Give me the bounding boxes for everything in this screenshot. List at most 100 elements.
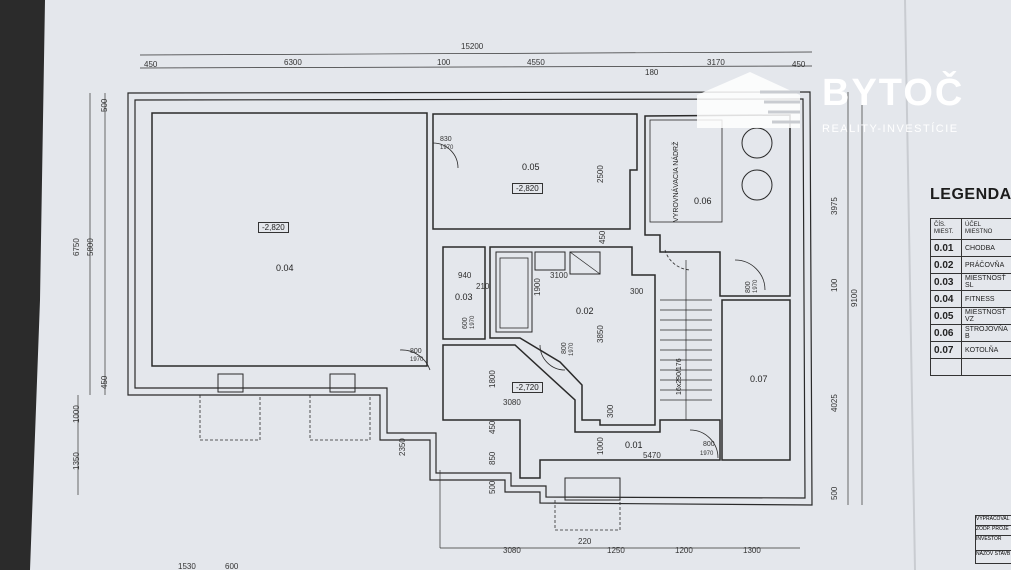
- dim-top-g: 450: [792, 60, 806, 69]
- dim-1970c: 1970: [410, 357, 424, 363]
- dim-right-a: 3975: [830, 197, 839, 215]
- dim-1900: 1900: [533, 278, 542, 296]
- legend-name: MIESTNOSŤ VZ: [961, 307, 1011, 325]
- legend-header-row: ČÍS. MIEST. ÚČEL MIESTNO: [930, 218, 1011, 240]
- legend-name: CHODBA: [961, 239, 1011, 257]
- legend-num: 0.07: [930, 341, 962, 359]
- legend-num: 0.03: [930, 273, 962, 291]
- dim-bot-g: 600: [225, 562, 239, 570]
- paper-fold: [904, 0, 916, 570]
- dim-300a: 300: [630, 287, 644, 296]
- brand-name: BYTOČ: [822, 72, 965, 114]
- title-block: VYPRACOVAL ZODP. PROJE INVESTOR NÁZOV ST…: [975, 515, 1011, 564]
- dim-top-c: 100: [437, 58, 451, 67]
- legend-name: MIESTNOSŤ SL: [961, 273, 1011, 291]
- dim-450a: 450: [598, 230, 607, 244]
- legend-num: 0.01: [930, 239, 962, 257]
- dim-bot-d: 1200: [675, 546, 693, 555]
- dim-right-b: 100: [830, 278, 839, 292]
- room-label-004: 0.04: [276, 263, 294, 273]
- dim-top-total: 15200: [461, 42, 484, 51]
- dim-left-b: 5800: [86, 238, 95, 256]
- dim-bot-c: 1250: [607, 546, 625, 555]
- level-mark-005: -2,820: [512, 183, 543, 194]
- brand-tagline: REALITY-INVESTÍCIE: [822, 123, 959, 135]
- dim-left-c: 500: [100, 98, 109, 112]
- legend-name: KOTOLŇA: [961, 341, 1011, 359]
- legend-row-empty: [930, 358, 1011, 376]
- room-label-006: 0.06: [694, 196, 712, 206]
- dim-bot-e: 1300: [743, 546, 761, 555]
- dim-1970e: 1970: [700, 451, 714, 457]
- dim-right-d: 4025: [830, 394, 839, 412]
- level-mark-002: -2,720: [512, 382, 543, 393]
- dim-3100: 3100: [550, 271, 568, 280]
- dim-1000: 1000: [596, 437, 605, 455]
- legend-name: STROJOVŇA B: [961, 324, 1011, 342]
- dim-top-d: 4550: [527, 58, 545, 67]
- room-label-007: 0.07: [750, 374, 768, 384]
- dim-left-e: 1000: [72, 405, 81, 423]
- legend-name: PRÁČOVŇA: [961, 256, 1011, 274]
- title-block-line: VYPRACOVAL: [976, 516, 1011, 526]
- legend-num: 0.05: [930, 307, 962, 325]
- brand-logo-mark: [697, 72, 800, 128]
- legend-num: 0.06: [930, 324, 962, 342]
- dim-3080a: 3080: [503, 398, 521, 407]
- dim-left-a: 6750: [72, 238, 81, 256]
- dim-5470: 5470: [643, 451, 661, 460]
- legend-header-name: ÚČEL MIESTNO: [961, 218, 1011, 240]
- dim-600: 600: [462, 317, 469, 329]
- room-label-001: 0.01: [625, 440, 643, 450]
- dim-1970a: 1970: [440, 145, 454, 151]
- dim-bot-a: 3080: [503, 546, 521, 555]
- stairs-label: 16x290/176: [676, 358, 683, 395]
- dim-210: 210: [476, 282, 490, 291]
- dim-500: 500: [488, 480, 497, 494]
- tank-label: VYROVNÁVACIA NÁDRŽ: [673, 141, 680, 222]
- dim-830: 830: [440, 136, 452, 143]
- dimension-lines: [77, 51, 863, 549]
- dim-top-f: 3170: [707, 58, 725, 67]
- dim-left-g: 2350: [398, 438, 407, 456]
- legend-num: 0.02: [930, 256, 962, 274]
- dim-800d: 800: [561, 342, 568, 354]
- dim-top-e: 180: [645, 68, 659, 77]
- dim-1970f: 1970: [569, 342, 575, 356]
- dim-850: 850: [488, 451, 497, 465]
- title-block-line: INVESTOR: [976, 536, 1011, 551]
- dim-800a: 800: [410, 348, 422, 355]
- dim-2500: 2500: [596, 165, 605, 183]
- dim-bot-b: 220: [578, 537, 592, 546]
- dim-left-d: 450: [100, 375, 109, 389]
- dim-940: 940: [458, 271, 472, 280]
- level-mark-004: -2,820: [258, 222, 289, 233]
- dim-left-f: 1350: [72, 452, 81, 470]
- dim-top-b: 6300: [284, 58, 302, 67]
- dim-3850: 3850: [596, 325, 605, 343]
- title-block-line: NÁZOV STAVB: [976, 551, 1011, 557]
- dim-300b: 300: [606, 404, 615, 418]
- paper-sheet: [30, 0, 1011, 570]
- room-label-005: 0.05: [522, 162, 540, 172]
- dim-top-a: 450: [144, 60, 158, 69]
- title-block-line: ZODP. PROJE: [976, 526, 1011, 536]
- dim-1970b: 1970: [470, 315, 476, 329]
- dim-bot-f: 1530: [178, 562, 196, 570]
- room-label-003: 0.03: [455, 292, 473, 302]
- legend-header-num: ČÍS. MIEST.: [930, 218, 962, 240]
- dim-right-c: 9100: [850, 289, 859, 307]
- legend-title: LEGENDA: [930, 186, 1011, 203]
- dim-1800: 1800: [488, 370, 497, 388]
